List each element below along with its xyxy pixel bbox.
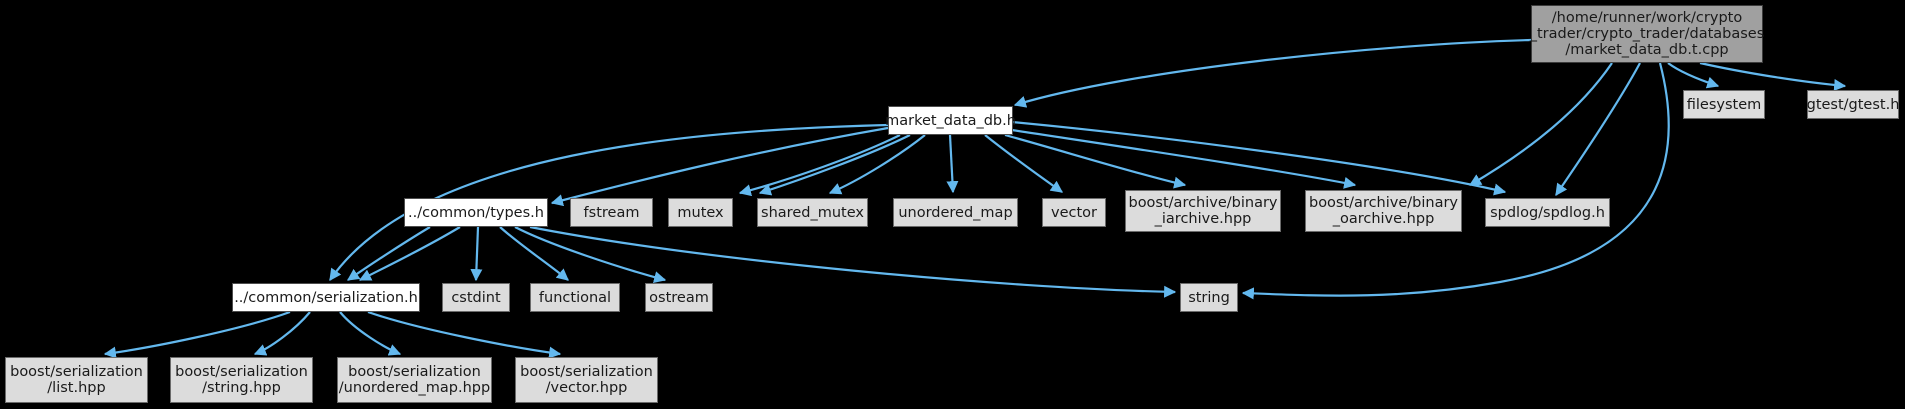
graph-node-serialization[interactable]: ../common/serialization.h bbox=[232, 283, 420, 312]
graph-node-ser_umap[interactable]: boost/serialization /unordered_map.hpp bbox=[337, 357, 492, 403]
graph-edge bbox=[367, 310, 562, 359]
graph-node-cstdint[interactable]: cstdint bbox=[442, 283, 510, 312]
graph-edge bbox=[984, 134, 1063, 193]
graph-edge bbox=[1241, 62, 1670, 300]
graph-node-unordered_map[interactable]: unordered_map bbox=[893, 198, 1018, 227]
graph-node-root[interactable]: /home/runner/work/crypto _trader/crypto_… bbox=[1530, 5, 1764, 63]
graph-node-filesystem[interactable]: filesystem bbox=[1683, 90, 1765, 119]
graph-node-mutex[interactable]: mutex bbox=[668, 198, 733, 227]
graph-edge bbox=[758, 134, 911, 196]
graph-node-binary_iarchive[interactable]: boost/archive/binary _iarchive.hpp bbox=[1125, 190, 1281, 232]
graph-node-functional[interactable]: functional bbox=[530, 283, 620, 312]
graph-edge bbox=[1011, 128, 1357, 189]
graph-node-vector[interactable]: vector bbox=[1042, 198, 1106, 227]
graph-node-ser_vector[interactable]: boost/serialization /vector.hpp bbox=[515, 357, 658, 403]
graph-node-market_data_db[interactable]: market_data_db.h bbox=[885, 106, 1016, 135]
graph-node-ser_string[interactable]: boost/serialization /string.hpp bbox=[170, 357, 313, 403]
graph-edge bbox=[329, 123, 889, 281]
graph-edge bbox=[1013, 38, 1532, 108]
graph-edge bbox=[253, 311, 311, 356]
graph-edge bbox=[946, 134, 959, 194]
graph-node-spdlog[interactable]: spdlog/spdlog.h bbox=[1485, 198, 1610, 227]
graph-edge bbox=[470, 226, 483, 282]
graph-edge bbox=[514, 226, 667, 284]
graph-node-ostream[interactable]: ostream bbox=[645, 283, 713, 312]
graph-edge bbox=[339, 311, 402, 356]
graph-edge bbox=[1555, 62, 1641, 196]
graph-node-gtest[interactable]: gtest/gtest.h bbox=[1807, 90, 1899, 119]
graph-edge bbox=[1667, 62, 1720, 89]
graph-edge bbox=[499, 226, 569, 281]
graph-edge bbox=[1699, 61, 1847, 92]
graph-edge bbox=[1004, 133, 1187, 189]
graph-node-shared_mutex[interactable]: shared_mutex bbox=[757, 198, 868, 227]
graph-edge bbox=[738, 134, 901, 197]
graph-edge bbox=[358, 226, 461, 281]
graph-node-ser_list[interactable]: boost/serialization /list.hpp bbox=[5, 357, 148, 403]
graph-edge bbox=[1011, 120, 1507, 196]
graph-edge bbox=[103, 310, 291, 359]
graph-edge bbox=[828, 134, 926, 195]
graph-edge bbox=[347, 226, 431, 281]
graph-node-binary_oarchive[interactable]: boost/archive/binary _oarchive.hpp bbox=[1305, 190, 1462, 232]
graph-edge bbox=[550, 126, 889, 207]
graph-node-string[interactable]: string bbox=[1180, 283, 1238, 312]
graph-node-types[interactable]: ../common/types.h bbox=[404, 198, 548, 227]
graph-edge bbox=[529, 225, 1177, 298]
graph-edge bbox=[1468, 62, 1613, 186]
graph-node-fstream[interactable]: fstream bbox=[570, 198, 653, 227]
